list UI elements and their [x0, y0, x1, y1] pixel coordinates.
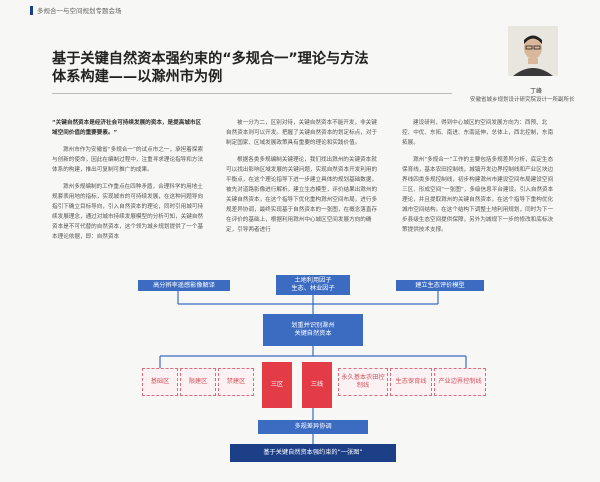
box-remote-sensing: 高分辨率遥感影像解译 [138, 280, 230, 291]
paragraph: 滁州多规编制的工作重点在四种矛盾，合理科学的用地土规套表用地的指标，实现城市的可… [52, 184, 204, 240]
paragraph: 滁州“多规合一”工作的主要包括多规差异分析，底定生态保育线，基本农田控制线，城镇… [402, 157, 554, 233]
article-title: 基于关键自然资本强约束的“多规合一”理论与方法 体系构建——以滁州市为例 [52, 50, 432, 86]
box-final-one-map: 基于关键自然资本强约束的“一张图” [230, 444, 396, 462]
section-label: 多规合一与空间规划专题会场 [37, 7, 122, 15]
box-ecology-model: 建立生态评价模型 [396, 280, 484, 291]
box-zone-restricted: 限建区 [180, 368, 216, 396]
framework-diagram: 高分辨率遥感影像解译 土地利用因子 生态、林业因子 建立生态评价模型 划重并识别… [138, 268, 488, 468]
paragraph: 滁州市作为安徽省“多规合一”的试点市之一，承担着探索与创新的使命，因此在编制过程… [52, 147, 204, 173]
box-farmland-line: 永久基本农田控制线 [338, 368, 388, 396]
author-name: 丁峰 [530, 88, 543, 95]
title-divider [52, 93, 452, 94]
box-three-lines: 三线 [302, 362, 332, 408]
box-zone-prohibited: 禁建区 [218, 368, 254, 396]
box-land-use-factors: 土地利用因子 生态、林业因子 [276, 275, 350, 295]
author-affiliation: 安徽省城乡规划设计研究院设计一所副所长 [470, 97, 575, 103]
body-column-3: 建设研判，得到中心城区的空间发展方向为：西预、北控、中优、东拓、南进、东南延伸，… [402, 118, 554, 242]
paragraph: 被一分为二，区别对待，关键自然资本不能开发，非关键自然资本则可以开发。把握了关键… [226, 120, 378, 146]
body-column-1: “关键自然资本是经济社会可持续发展的资本，是提高城市区域空间价值的重要要素。” … [52, 118, 204, 249]
box-plan-coordination: 多规差异协调 [258, 420, 368, 434]
section-header: 多规合一与空间规划专题会场 [30, 5, 122, 15]
body-column-2: 被一分为二，区别对待，关键自然资本不能开发，非关键自然资本则可以开发。把握了关键… [226, 118, 378, 242]
box-zone-basic: 基础区 [142, 368, 178, 396]
paragraph: 建设研判，得到中心城区的空间发展方向为：西预、北控、中优、东拓、南进、东南延伸，… [402, 120, 554, 146]
author-photo [508, 26, 558, 76]
paragraph: 根据各类多规编制关键理论，我们找出滁州的关键资本就可以找出影响区域发展的关键问题… [226, 157, 378, 233]
box-three-zones: 三区 [262, 362, 292, 408]
box-industry-line: 产业边界控制线 [434, 368, 486, 396]
box-ecology-line: 生态保育线 [390, 368, 432, 396]
box-key-natural-capital: 划重并识别滁州 关键自然资本 [263, 314, 363, 346]
diagram-connectors [159, 291, 467, 444]
title-line-1: 基于关键自然资本强约束的“多规合一”理论与方法 [52, 51, 369, 67]
pull-quote: “关键自然资本是经济社会可持续发展的资本，是提高城市区域空间价值的重要要素。” [52, 120, 202, 136]
header-bar [30, 5, 33, 15]
title-line-2: 体系构建——以滁州市为例 [52, 69, 223, 85]
